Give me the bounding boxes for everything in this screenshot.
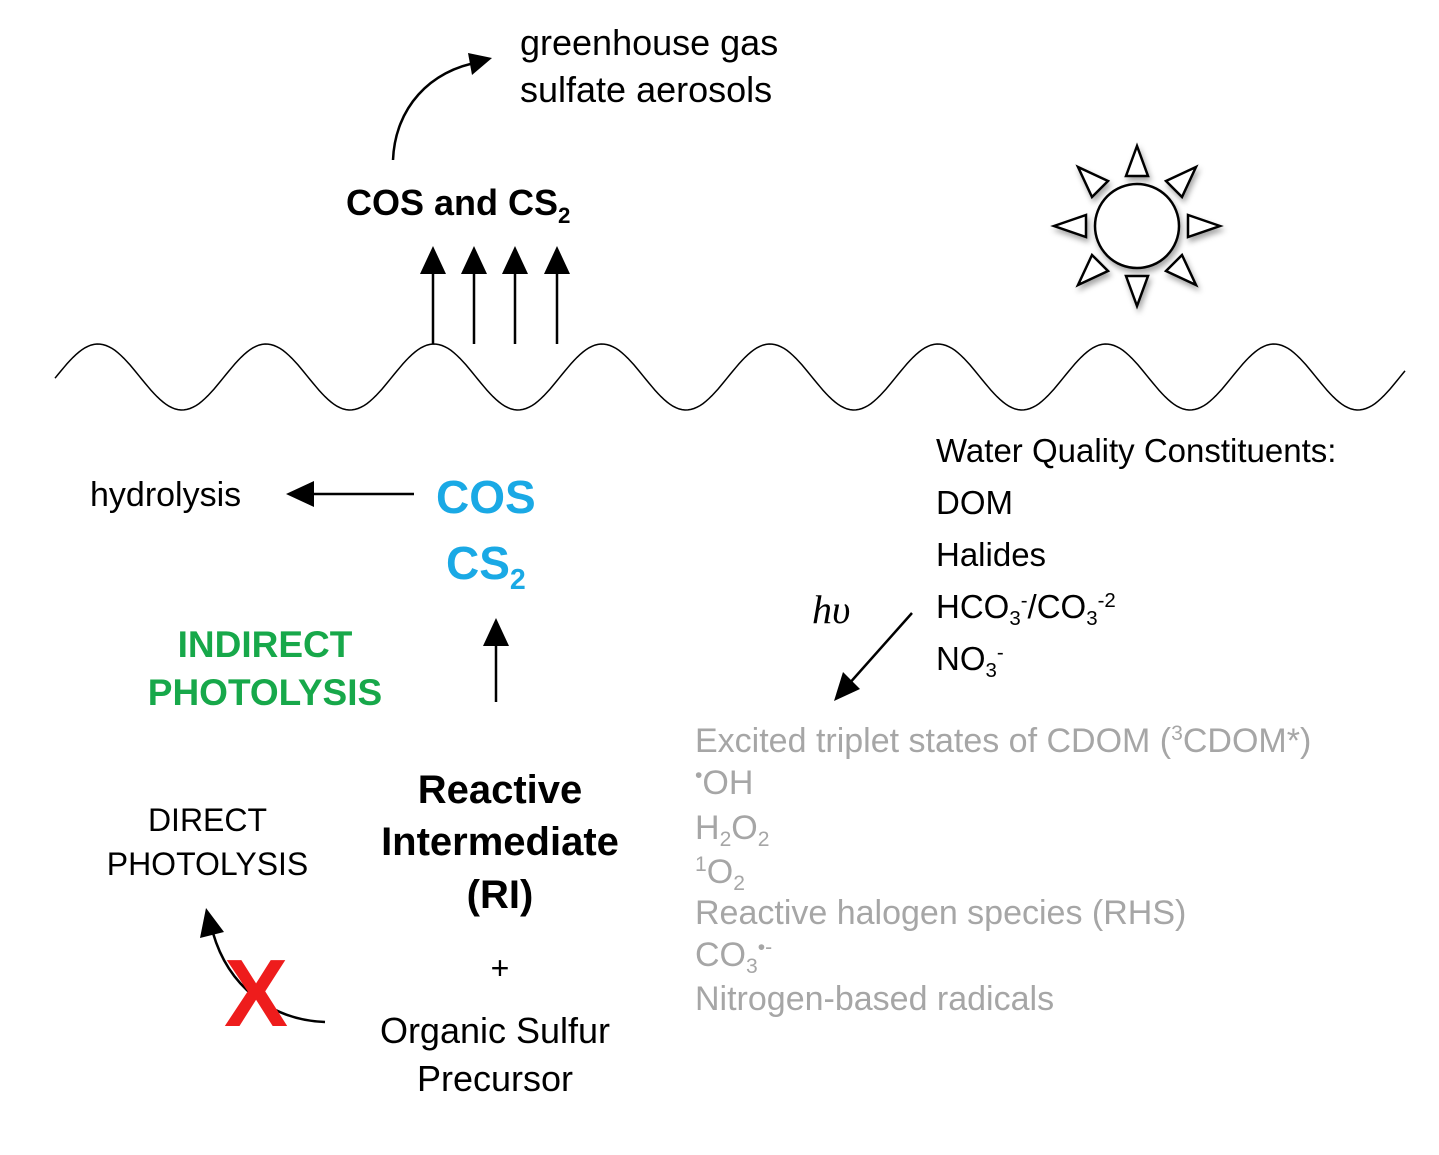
ri-line3: (RI) [466,873,534,917]
precursor-line1: Organic Sulfur [379,1010,611,1051]
intermediate-carbonate-radical: CO3•- [695,936,773,979]
precursor-line2: Precursor [416,1058,574,1099]
blocked-x-mark: X [224,940,289,1047]
ri-line2: Intermediate [381,820,619,864]
intermediate-triplet-cdom: Excited triplet states of CDOM (3CDOM*) [695,722,1312,760]
fate-sulfate-aerosols: sulfate aerosols [520,69,773,110]
intermediate-hydroxyl: •OH [695,764,754,802]
sun-icon [1050,142,1224,310]
intermediate-h2o2: H2O2 [695,809,770,852]
constituent-nitrate: NO3- [936,640,1004,683]
blocked-direct-photolysis-arrow [211,932,326,1024]
light-symbol: hυ [812,587,851,632]
curved-arrow-to-atmosphere [391,60,481,161]
fate-greenhouse-gas: greenhouse gas [520,22,779,63]
intermediate-rhs: Reactive halogen species (RHS) [695,894,1187,932]
plus-sign: + [490,950,510,986]
direct-photolysis-line2: PHOTOLYSIS [106,846,309,882]
ri-line1: Reactive [417,768,583,812]
hydrolysis-label: hydrolysis [90,476,242,514]
curved-arrow-head [468,53,492,75]
constituents-heading: Water Quality Constituents: [936,432,1337,469]
product-cos: COS [436,471,536,523]
intermediate-singlet-oxygen: 1O2 [695,853,745,896]
water-surface-wave [54,343,1406,411]
constituent-halides: Halides [936,536,1047,573]
constituent-carbonate: HCO3-/CO3-2 [936,588,1116,631]
intermediate-nitrogen-radicals: Nitrogen-based radicals [695,980,1055,1018]
light-arrow [847,612,913,686]
indirect-photolysis-line1: INDIRECT [177,624,353,665]
emission-label: COS and CS2 [346,182,571,228]
constituent-dom: DOM [936,484,1013,521]
emission-arrows [431,272,559,344]
direct-photolysis-line1: DIRECT [147,802,268,838]
product-cs2: CS2 [446,537,526,596]
indirect-photolysis-line2: PHOTOLYSIS [147,672,383,713]
